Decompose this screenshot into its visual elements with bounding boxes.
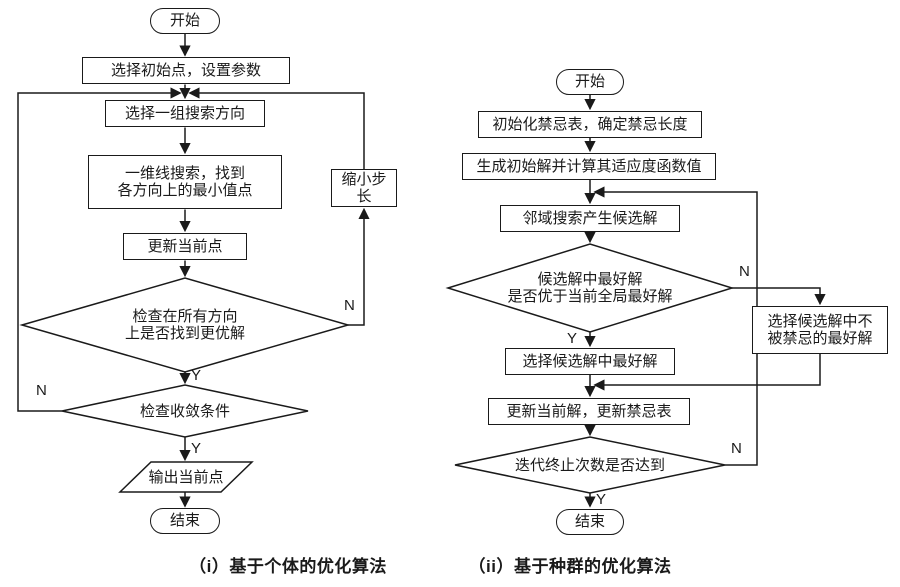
edge-nontabu-feedback [593, 354, 821, 391]
caption-individual-algorithm: （i）基于个体的优化算法 [189, 557, 387, 576]
branch-label-n-convergence: N [36, 382, 47, 399]
branch-label-y-itercheck: Y [596, 491, 607, 508]
node-select-nontabu-best: 选择候选解中不 被禁忌的最好解 [752, 306, 888, 354]
node-select-search-directions: 选择一组搜索方向 [105, 100, 265, 127]
edge-conv-n-feedback [17, 87, 182, 412]
edge-bestcheck-n-to-nontabu [732, 287, 826, 306]
node-start-left: 开始 [150, 8, 220, 34]
branch-label-n-itercheck: N [731, 440, 742, 457]
node-end-left: 结束 [150, 508, 220, 534]
branch-label-y-checkdir: Y [191, 367, 202, 384]
edge-shrink-feedback [188, 87, 365, 169]
branch-label-n-bestcheck: N [739, 263, 750, 280]
node-update-current-point: 更新当前点 [123, 233, 247, 260]
io-output-point [118, 461, 254, 493]
node-end-right: 结束 [556, 509, 624, 535]
caption-population-algorithm: （ii）基于种群的优化算法 [468, 557, 672, 576]
decision-best-candidate [445, 243, 735, 333]
node-select-nontabu-best-text-1: 选择候选解中不 [767, 312, 873, 330]
edge-checkdir-n-to-shrink [348, 207, 370, 326]
node-update-solution-tabu: 更新当前解，更新禁忌表 [488, 398, 690, 425]
branch-label-y-bestcheck: Y [567, 330, 578, 347]
decision-check-directions [19, 277, 351, 373]
node-line-search-text-1: 一维线搜索，找到 [124, 164, 245, 182]
node-line-search: 一维线搜索，找到 各方向上的最小值点 [88, 155, 282, 209]
node-neighborhood-search: 邻域搜索产生候选解 [500, 205, 680, 232]
node-line-search-text-2: 各方向上的最小值点 [117, 182, 253, 199]
node-shrink-step: 缩小步长 [331, 169, 397, 207]
node-select-initial-point: 选择初始点，设置参数 [82, 57, 290, 84]
branch-label-n-shrink: N [344, 297, 355, 314]
node-init-tabu-list: 初始化禁忌表，确定禁忌长度 [478, 111, 702, 138]
node-generate-initial-solution: 生成初始解并计算其适应度函数值 [462, 153, 716, 180]
branch-label-y-convergence: Y [191, 440, 202, 457]
node-select-nontabu-best-text-2: 被禁忌的最好解 [767, 330, 873, 347]
decision-iteration-limit [454, 436, 726, 494]
decision-check-convergence [61, 384, 309, 438]
node-select-best-candidate: 选择候选解中最好解 [505, 348, 675, 375]
node-start-right: 开始 [556, 69, 624, 95]
